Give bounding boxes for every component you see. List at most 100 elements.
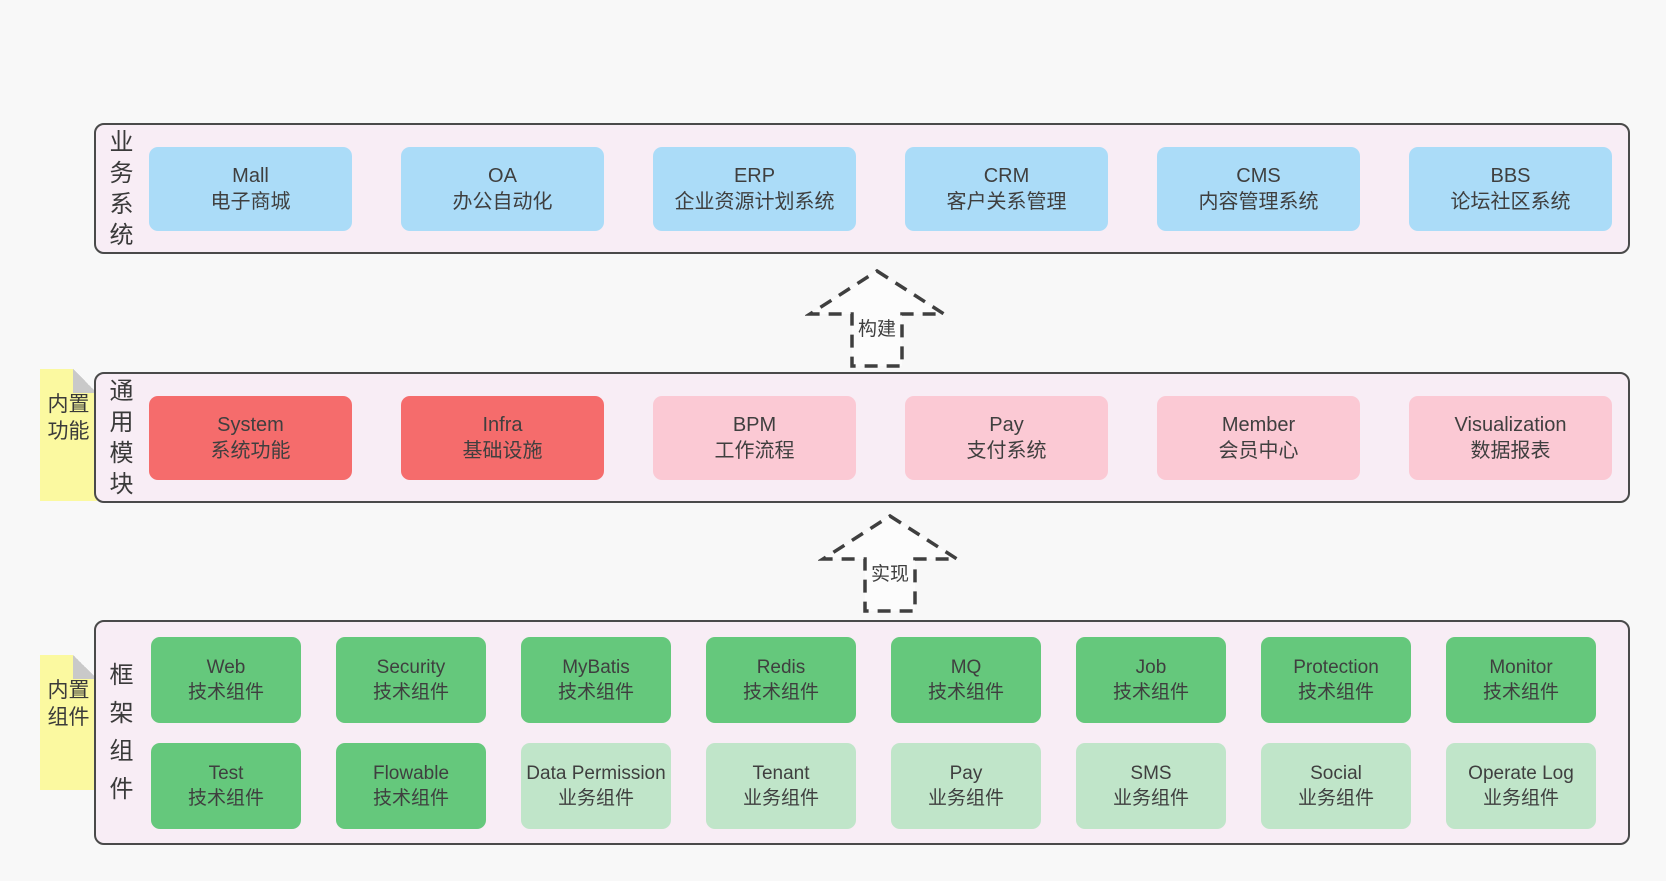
box-subtitle: 客户关系管理 [946, 190, 1067, 213]
panel-common-modules: 通用模块 System 系统功能 Infra 基础设施 BPM 工作流程 Pay… [94, 372, 1630, 503]
box-tenant: Tenant 业务组件 [706, 742, 856, 829]
box-title: Pay [949, 762, 983, 784]
box-erp: ERP 企业资源计划系统 [653, 146, 856, 231]
box-subtitle: 技术组件 [372, 787, 449, 809]
box-title: Monitor [1489, 656, 1553, 678]
box-data-permission: Data Permission 业务组件 [521, 742, 671, 829]
box-cms: CMS 内容管理系统 [1157, 146, 1360, 231]
panel-label-framework-components: 框架组件 [109, 661, 134, 803]
box-mq: MQ 技术组件 [891, 636, 1041, 723]
box-subtitle: 业务组件 [1297, 787, 1374, 809]
box-flowable: Flowable 技术组件 [336, 742, 486, 829]
box-title: SMS [1130, 762, 1172, 784]
panel-label-business-systems: 业务系统 [109, 128, 134, 249]
box-security: Security 技术组件 [336, 636, 486, 723]
box-title: Operate Log [1468, 762, 1574, 784]
box-operate-log: Operate Log 业务组件 [1446, 742, 1596, 829]
box-subtitle: 基础设施 [462, 439, 543, 462]
panel-label-common-modules: 通用模块 [109, 377, 134, 498]
box-web: Web 技术组件 [151, 636, 301, 723]
box-protection: Protection 技术组件 [1261, 636, 1411, 723]
box-job: Job 技术组件 [1076, 636, 1226, 723]
box-subtitle: 工作流程 [714, 439, 795, 462]
box-subtitle: 电子商城 [210, 190, 291, 213]
box-title: Tenant [752, 762, 810, 784]
box-title: Pay [989, 413, 1024, 436]
box-title: Web [206, 656, 246, 678]
build-arrow-label: 构建 [858, 318, 896, 340]
box-title: MQ [950, 656, 982, 678]
framework-components-box-grid: Web 技术组件 Security 技术组件 MyBatis 技术组件 Redi… [151, 636, 1596, 829]
box-subtitle: 技术组件 [1482, 681, 1559, 703]
sticky-note-text: 内置功能 [47, 393, 90, 443]
box-subtitle: 技术组件 [1112, 681, 1189, 703]
box-bbs: BBS 论坛社区系统 [1409, 146, 1612, 231]
box-social: Social 业务组件 [1261, 742, 1411, 829]
box-title: Redis [756, 656, 806, 678]
box-redis: Redis 技术组件 [706, 636, 856, 723]
box-subtitle: 系统功能 [210, 439, 291, 462]
box-title: BBS [1490, 164, 1531, 187]
box-sms: SMS 业务组件 [1076, 742, 1226, 829]
box-subtitle: 内容管理系统 [1198, 190, 1319, 213]
box-subtitle: 业务组件 [557, 787, 634, 809]
box-title: Mall [232, 164, 269, 187]
box-title: System [217, 413, 284, 436]
box-member: Member 会员中心 [1157, 395, 1360, 480]
box-title: CRM [983, 164, 1030, 187]
box-title: BPM [732, 413, 777, 436]
box-subtitle: 企业资源计划系统 [674, 190, 835, 213]
box-subtitle: 支付系统 [966, 439, 1047, 462]
box-title: OA [488, 164, 517, 187]
box-title: Infra [482, 413, 523, 436]
box-bpm: BPM 工作流程 [653, 395, 856, 480]
panel-business-systems: 业务系统 Mall 电子商城 OA 办公自动化 ERP 企业资源计划系统 CRM… [94, 123, 1630, 254]
box-mybatis: MyBatis 技术组件 [521, 636, 671, 723]
box-oa: OA 办公自动化 [401, 146, 604, 231]
box-subtitle: 技术组件 [557, 681, 634, 703]
build-arrow-icon: 构建 [805, 268, 949, 368]
box-subtitle: 办公自动化 [452, 190, 553, 213]
box-crm: CRM 客户关系管理 [905, 146, 1108, 231]
box-pay-component: Pay 业务组件 [891, 742, 1041, 829]
box-subtitle: 数据报表 [1470, 439, 1551, 462]
business-systems-box-row: Mall 电子商城 OA 办公自动化 ERP 企业资源计划系统 CRM 客户关系… [149, 146, 1612, 231]
box-subtitle: 论坛社区系统 [1450, 190, 1571, 213]
box-monitor: Monitor 技术组件 [1446, 636, 1596, 723]
sticky-note-text: 内置组件 [47, 679, 90, 729]
box-subtitle: 业务组件 [1112, 787, 1189, 809]
box-subtitle: 会员中心 [1218, 439, 1299, 462]
box-visualization: Visualization 数据报表 [1409, 395, 1612, 480]
box-subtitle: 技术组件 [927, 681, 1004, 703]
box-title: Member [1221, 413, 1296, 436]
box-system: System 系统功能 [149, 395, 352, 480]
sticky-note-built-in-features: 内置功能 [40, 369, 97, 501]
common-modules-box-row: System 系统功能 Infra 基础设施 BPM 工作流程 Pay 支付系统… [149, 395, 1612, 480]
box-title: Data Permission [526, 762, 666, 784]
box-subtitle: 技术组件 [742, 681, 819, 703]
box-title: Visualization [1454, 413, 1567, 436]
box-title: Test [208, 762, 244, 784]
box-pay-module: Pay 支付系统 [905, 395, 1108, 480]
box-subtitle: 业务组件 [1482, 787, 1559, 809]
box-title: Security [376, 656, 446, 678]
box-subtitle: 技术组件 [187, 681, 264, 703]
panel-framework-components: 框架组件 Web 技术组件 Security 技术组件 MyBatis 技术组件… [94, 620, 1630, 845]
box-subtitle: 技术组件 [187, 787, 264, 809]
box-infra: Infra 基础设施 [401, 395, 604, 480]
box-subtitle: 技术组件 [1297, 681, 1374, 703]
box-test: Test 技术组件 [151, 742, 301, 829]
box-title: Job [1135, 656, 1167, 678]
box-title: ERP [733, 164, 776, 187]
box-subtitle: 业务组件 [927, 787, 1004, 809]
box-subtitle: 业务组件 [742, 787, 819, 809]
box-title: MyBatis [562, 656, 630, 678]
box-subtitle: 技术组件 [372, 681, 449, 703]
box-title: Social [1310, 762, 1362, 784]
sticky-note-built-in-components: 内置组件 [40, 655, 97, 790]
box-mall: Mall 电子商城 [149, 146, 352, 231]
box-title: CMS [1236, 164, 1281, 187]
implement-arrow-label: 实现 [871, 563, 909, 585]
box-title: Flowable [372, 762, 450, 784]
implement-arrow-icon: 实现 [818, 513, 962, 613]
